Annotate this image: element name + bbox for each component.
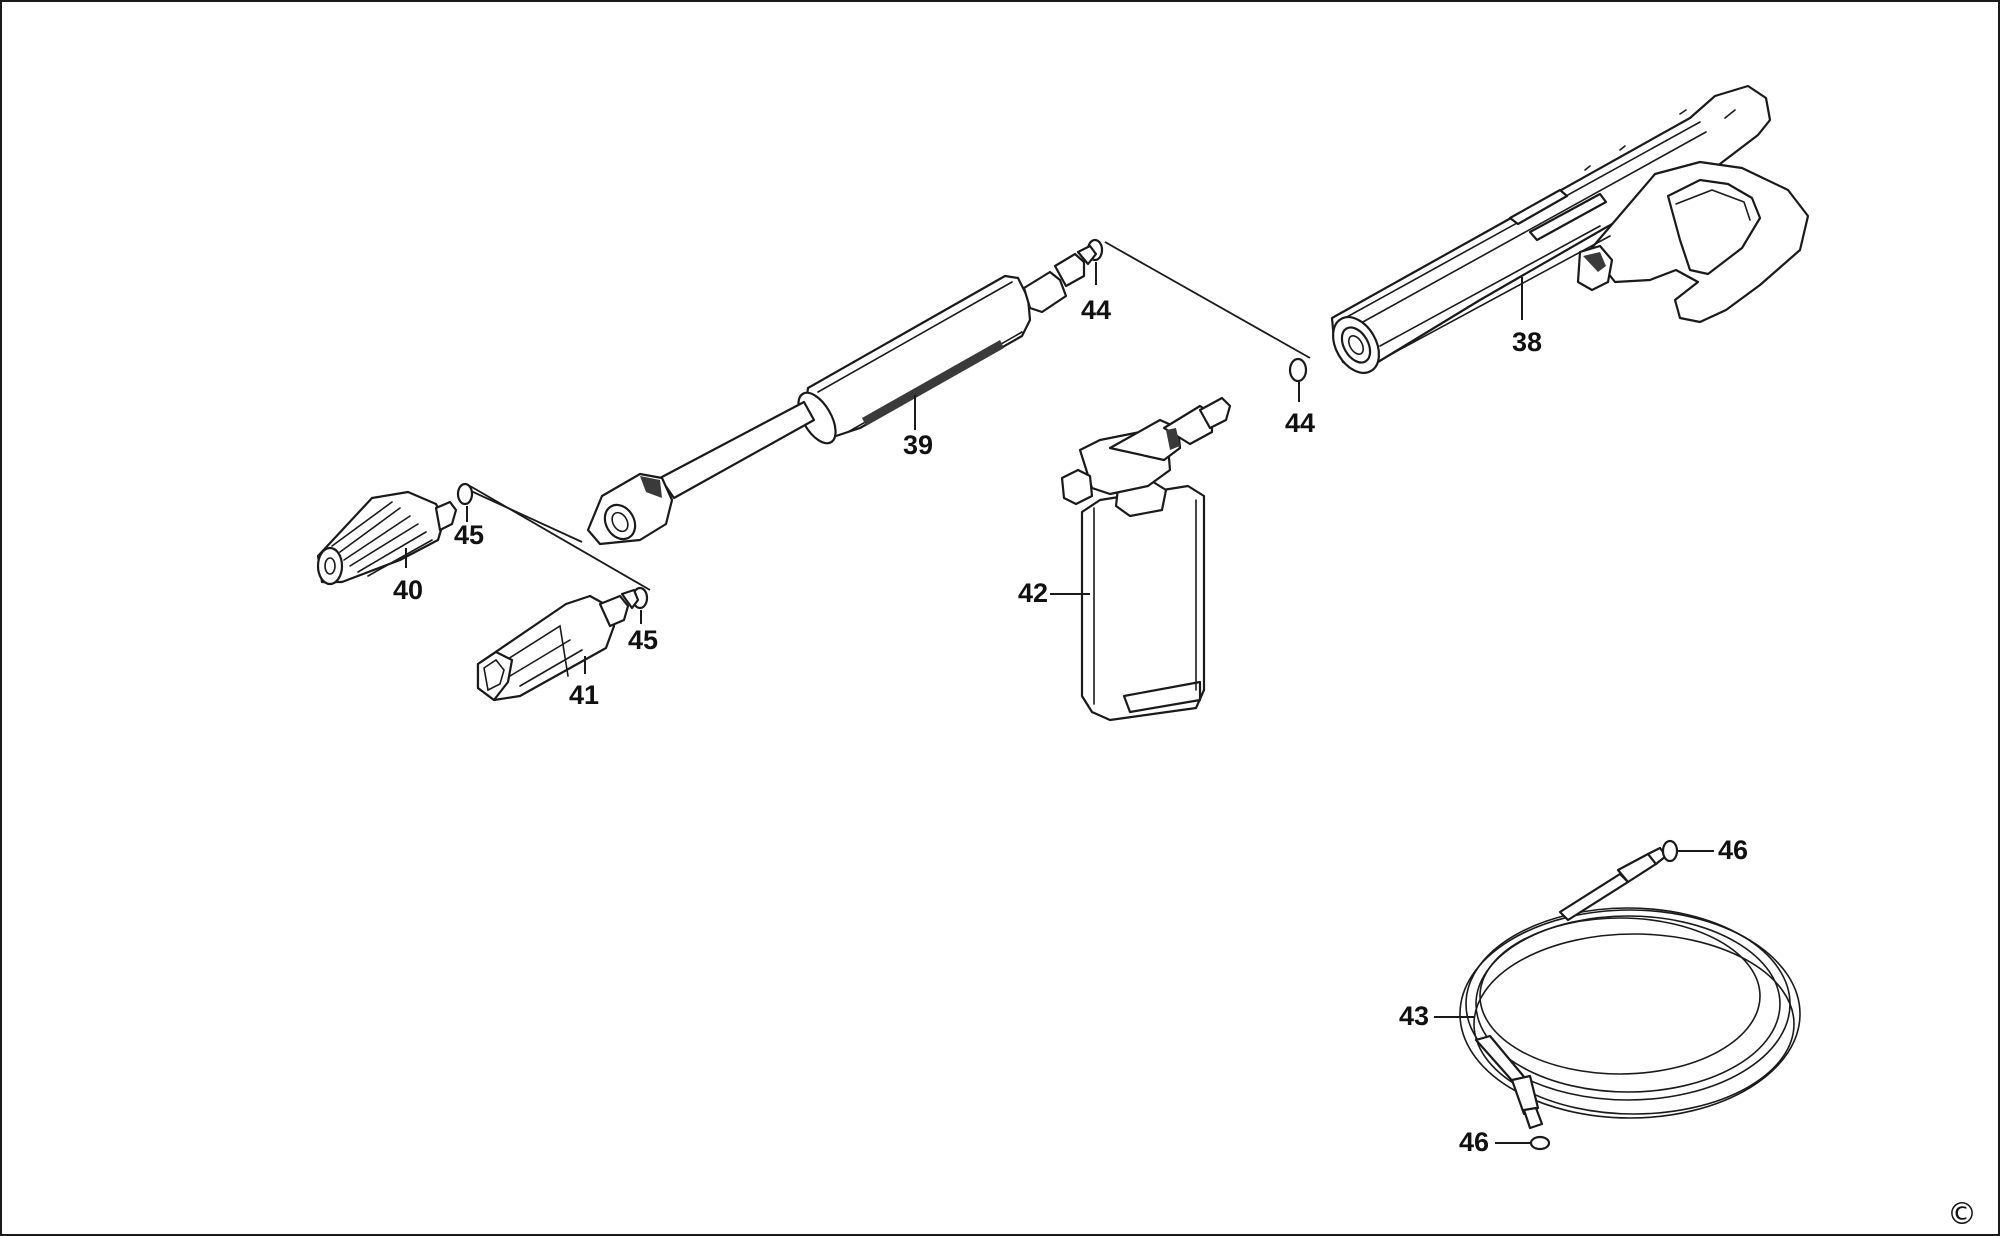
callout-44-upper: 44 (1081, 295, 1111, 325)
assembly-line-gun (1104, 241, 1311, 359)
part-39-lance[interactable] (586, 244, 1098, 546)
part-43-hose[interactable] (1459, 846, 1801, 1130)
callout-46-lower: 46 (1459, 1127, 1489, 1157)
part-46-o-ring-lower[interactable] (1529, 1135, 1551, 1151)
callout-43: 43 (1399, 1001, 1429, 1031)
callout-40: 40 (393, 575, 423, 605)
part-40-turbo-nozzle[interactable] (316, 490, 458, 586)
part-44-o-ring-lower[interactable] (1288, 357, 1308, 383)
callout-45-upper: 45 (454, 520, 484, 550)
callout-41: 41 (569, 680, 599, 710)
callout-45-lower: 45 (628, 625, 658, 655)
callout-42: 42 (1018, 578, 1048, 608)
callout-44-lower: 44 (1285, 408, 1315, 438)
part-45-o-ring-upper[interactable] (456, 482, 474, 506)
copyright-mark: © (1947, 1197, 1977, 1232)
part-42-detergent-bottle[interactable] (1060, 396, 1232, 722)
callout-39: 39 (903, 430, 933, 460)
callout-38: 38 (1512, 327, 1542, 357)
assembly-line-lance (459, 485, 583, 543)
part-38-spray-gun[interactable] (1324, 84, 1810, 381)
assembly-line-nozzle (469, 485, 651, 591)
callout-46-upper: 46 (1718, 835, 1748, 865)
part-46-o-ring-upper[interactable] (1661, 839, 1679, 863)
part-41-vario-nozzle[interactable] (476, 588, 640, 702)
